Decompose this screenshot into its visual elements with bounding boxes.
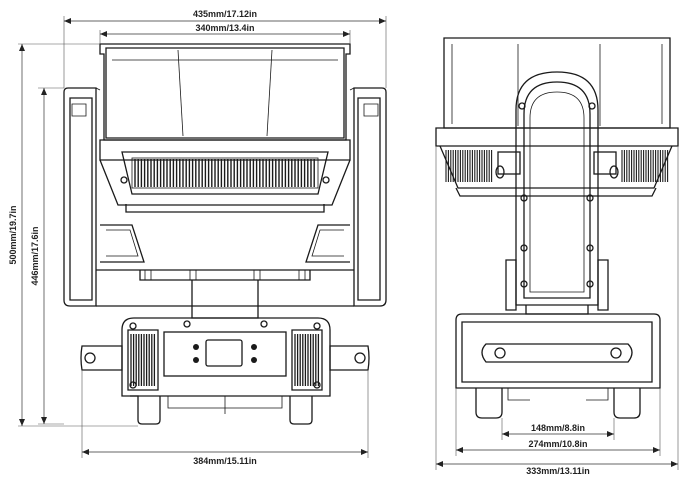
dim-front-total-width: 435mm/17.12in	[193, 9, 257, 19]
vent-slats	[134, 159, 315, 187]
side-view	[435, 37, 679, 419]
dim-side-base-width: 274mm/10.8in	[528, 439, 587, 449]
side-yoke-arm	[505, 71, 609, 315]
side-head-housing	[435, 37, 679, 197]
base-vent-left	[130, 334, 156, 386]
dim-front-total-height: 500mm/19.7in	[8, 205, 18, 264]
side-dimensions: 148mm/8.8in 274mm/10.8in 333mm/13.11in	[435, 146, 679, 476]
dim-front-inner-height: 446mm/17.6in	[30, 226, 40, 285]
side-vent-left	[445, 150, 493, 182]
front-head-housing	[99, 43, 351, 213]
front-vent-grille	[120, 151, 330, 195]
dim-side-total-width: 333mm/13.11in	[526, 466, 590, 476]
base-vent-right	[294, 334, 320, 386]
dim-front-head-width: 340mm/13.4in	[195, 23, 254, 33]
front-base	[80, 317, 370, 425]
side-vent-right	[621, 150, 669, 182]
front-dimensions: 435mm/17.12in 340mm/13.4in 500mm/19.7in …	[8, 9, 387, 466]
front-yoke-bottom	[96, 269, 354, 319]
side-base	[455, 313, 661, 419]
dim-front-base-width: 384mm/15.11in	[193, 456, 257, 466]
dim-side-feet-span: 148mm/8.8in	[531, 423, 585, 433]
front-view	[63, 43, 387, 425]
